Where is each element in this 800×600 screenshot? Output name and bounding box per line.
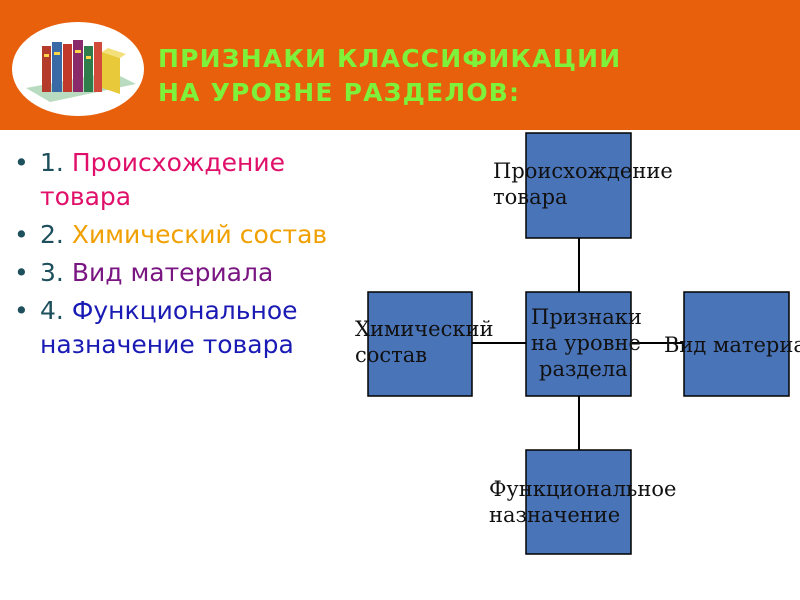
list-item: • 4. Функциональное назначение товара <box>14 294 344 362</box>
box-center <box>525 291 632 397</box>
label-right-clip: Вид материала <box>660 330 800 360</box>
label-top: Происхождение товара <box>493 159 673 209</box>
box-top <box>525 132 632 239</box>
list-item-number: 4. <box>40 296 64 325</box>
books-icon <box>26 40 136 102</box>
label-center: Признаки на уровне раздела <box>531 305 642 381</box>
list-item-number: 2. <box>40 220 64 249</box>
bullet-dot: • <box>14 296 29 325</box>
list-item: • 3. Вид материала <box>14 256 344 290</box>
box-right <box>683 291 790 397</box>
list-item: • 1. Происхождение товара <box>14 146 344 214</box>
bullet-dot: • <box>14 220 29 249</box>
list-item: • 2. Химический состав <box>14 218 344 252</box>
list-item-text: Вид материала <box>71 258 274 287</box>
header-banner: ПРИЗНАКИ КЛАССИФИКАЦИИ НА УРОВНЕ РАЗДЕЛО… <box>0 0 800 130</box>
title-line-1: ПРИЗНАКИ КЛАССИФИКАЦИИ <box>158 44 622 73</box>
label-right: Вид материала <box>664 333 800 357</box>
page-title: ПРИЗНАКИ КЛАССИФИКАЦИИ НА УРОВНЕ РАЗДЕЛО… <box>158 42 621 110</box>
box-left <box>367 291 473 397</box>
criteria-list: • 1. Происхождение товара • 2. Химически… <box>14 146 344 366</box>
bullet-dot: • <box>14 148 29 177</box>
bullet-dot: • <box>14 258 29 287</box>
title-line-2: НА УРОВНЕ РАЗДЕЛОВ: <box>158 78 521 107</box>
box-bottom <box>525 449 632 555</box>
label-bottom: Функциональное назначение <box>489 477 677 527</box>
list-item-text: Химический состав <box>71 220 328 249</box>
list-item-number: 1. <box>40 148 64 177</box>
logo <box>12 22 144 116</box>
list-item-number: 3. <box>40 258 64 287</box>
list-item-text: Происхождение товара <box>40 148 286 211</box>
list-item-text: Функциональное назначение товара <box>40 296 298 359</box>
label-left: Химический состав <box>355 317 494 367</box>
